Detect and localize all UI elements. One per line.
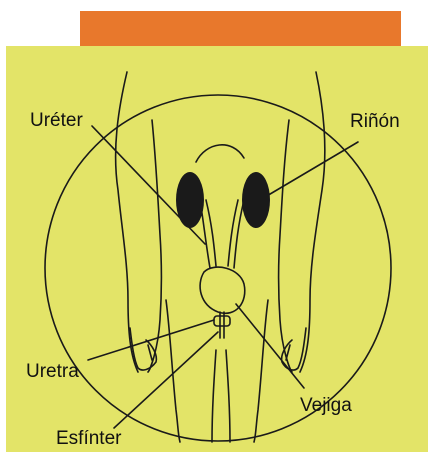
kidney-left — [176, 172, 204, 228]
leg-right — [254, 300, 268, 442]
leader-bladder — [236, 304, 304, 388]
ureter-right — [228, 200, 238, 266]
body-outline-right-inner — [279, 120, 293, 372]
label-bladder: Vejiga — [300, 395, 352, 416]
magnifier-circle — [45, 95, 391, 441]
label-urethra: Uretra — [26, 361, 79, 382]
body-outline-left-inner — [148, 120, 162, 372]
leg-right-inner — [226, 350, 230, 442]
label-ureter: Uréter — [30, 110, 83, 131]
kidney-right — [242, 172, 270, 228]
label-sphincter: Esfínter — [56, 428, 122, 449]
leader-kidney — [260, 142, 358, 200]
leg-left — [166, 300, 180, 442]
neck-arc — [196, 145, 244, 162]
label-kidney: Riñón — [350, 111, 400, 132]
sphincter — [214, 316, 230, 326]
leg-left-inner — [212, 350, 216, 442]
